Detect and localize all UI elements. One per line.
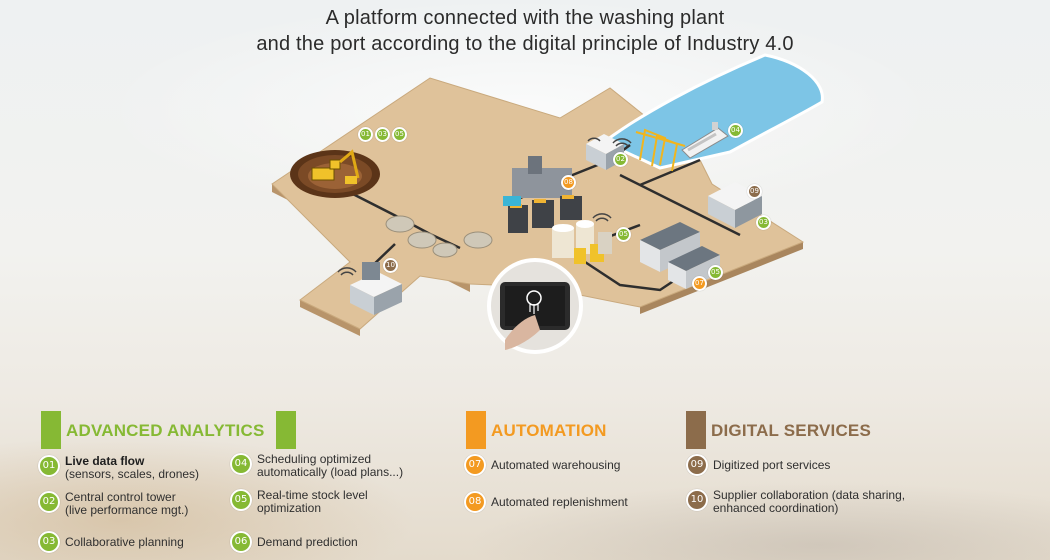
digital-bar <box>686 411 706 449</box>
item-04-sub: automatically (load plans...) <box>257 465 404 479</box>
item-06-label: Demand prediction <box>257 535 358 549</box>
port-cranes <box>635 128 686 172</box>
telecom-building <box>350 262 402 315</box>
map-badge-mine-3: 05 <box>392 127 407 142</box>
settling-tanks <box>385 215 493 258</box>
wifi-signal-icon <box>337 137 632 276</box>
analytics-bar-right <box>276 411 296 449</box>
item-01-label: Live data flow <box>65 454 145 468</box>
open-pit-mine <box>290 149 380 198</box>
cargo-ship <box>681 122 729 159</box>
map-badge-mine-1: 01 <box>358 127 373 142</box>
badge-10: 10 <box>686 489 708 511</box>
map-badge-port-building: 02 <box>613 152 628 167</box>
page-title-line-2: and the port according to the digital pr… <box>256 33 794 55</box>
item-07-label: Automated warehousing <box>491 458 621 472</box>
digital-item-10: 10 Supplier collaboration (data sharing,… <box>686 489 905 515</box>
item-03-label: Collaborative planning <box>65 535 184 549</box>
badge-02: 02 <box>38 491 60 513</box>
map-badge-warehouse-b: 07 <box>692 276 707 291</box>
tablet-medallion <box>487 258 583 354</box>
badge-08: 08 <box>464 491 486 513</box>
item-02-sub: (live performance mgt.) <box>65 503 189 517</box>
map-badge-mine-2: 03 <box>375 127 390 142</box>
item-04-label: Scheduling optimized <box>257 452 372 466</box>
item-09-label: Digitized port services <box>713 458 831 472</box>
badge-09: 09 <box>686 454 708 476</box>
analytics-item-01: 01 Live data flow(sensors, scales, drone… <box>38 455 199 481</box>
map-badge-office-bottom: 03 <box>756 215 771 230</box>
automation-title: AUTOMATION <box>491 421 607 440</box>
map-badge-warehouse-a: 05 <box>708 265 723 280</box>
item-02-label: Central control tower <box>65 490 176 504</box>
badge-04: 04 <box>230 453 252 475</box>
automation-item-08: 08 Automated replenishment <box>464 491 628 513</box>
map-badge-office-top: 09 <box>747 184 762 199</box>
automation-item-07: 07 Automated warehousing <box>464 454 620 476</box>
badge-05: 05 <box>230 489 252 511</box>
map-badge-plant-wifi: 05 <box>616 227 631 242</box>
item-05-sub: optimization <box>257 501 322 515</box>
analytics-item-06: 06 Demand prediction <box>230 531 358 553</box>
item-05-label: Real-time stock level <box>257 488 368 502</box>
analytics-bar-left <box>41 411 61 449</box>
platform-edge-left <box>300 300 360 336</box>
sea <box>601 53 824 170</box>
map-badge-plant: 08 <box>561 175 576 190</box>
analytics-item-03: 03 Collaborative planning <box>38 531 184 553</box>
item-10-sub: enhanced coordination) <box>713 501 839 515</box>
item-01-sub: (sensors, scales, drones) <box>65 467 200 481</box>
badge-06: 06 <box>230 531 252 553</box>
analytics-item-02: 02 Central control tower(live performanc… <box>38 491 188 517</box>
item-08-label: Automated replenishment <box>491 495 628 509</box>
badge-03: 03 <box>38 531 60 553</box>
platform-edge-right <box>640 242 803 314</box>
map-badge-tower: 10 <box>383 258 398 273</box>
digital-title: DIGITAL SERVICES <box>711 421 872 440</box>
page-title-line-1: A platform connected with the washing pl… <box>325 7 725 29</box>
washing-plant <box>503 156 612 264</box>
item-10-label: Supplier collaboration (data sharing, <box>713 488 906 502</box>
digital-item-09: 09 Digitized port services <box>686 454 830 476</box>
industry-platform-diagram <box>271 53 824 354</box>
badge-07: 07 <box>464 454 486 476</box>
analytics-title: ADVANCED ANALYTICS <box>66 421 265 440</box>
map-badge-ship: 04 <box>728 123 743 138</box>
automation-bar <box>466 411 486 449</box>
badge-01: 01 <box>38 455 60 477</box>
